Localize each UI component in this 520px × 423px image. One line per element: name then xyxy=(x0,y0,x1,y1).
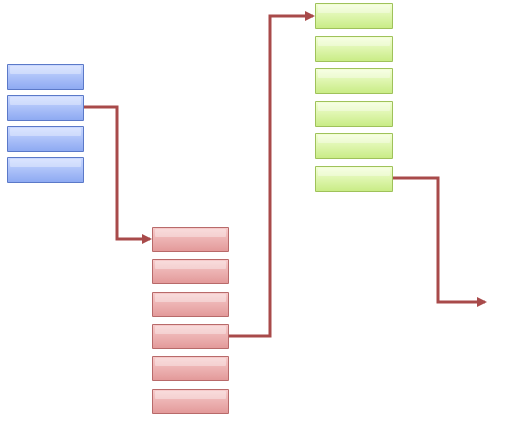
block-red-cell xyxy=(152,259,229,284)
block-green-cell xyxy=(315,3,393,29)
block-red-cell xyxy=(152,389,229,414)
block-blue-cell xyxy=(7,126,84,152)
block-green-cell xyxy=(315,133,393,159)
block-blue-cell xyxy=(7,95,84,121)
block-green-cell xyxy=(315,166,393,192)
block-red-cell xyxy=(152,324,229,349)
block-blue-cell xyxy=(7,157,84,183)
block-red-cell xyxy=(152,292,229,317)
block-green-cell xyxy=(315,36,393,62)
arrow-blue-to-red xyxy=(84,105,152,244)
block-red-cell xyxy=(152,356,229,381)
arrow-green-to-offpage xyxy=(393,176,487,307)
block-green-cell xyxy=(315,68,393,94)
arrow-red-to-green xyxy=(229,11,315,338)
block-red-cell xyxy=(152,227,229,252)
block-blue-cell xyxy=(7,64,84,90)
block-green-cell xyxy=(315,101,393,127)
